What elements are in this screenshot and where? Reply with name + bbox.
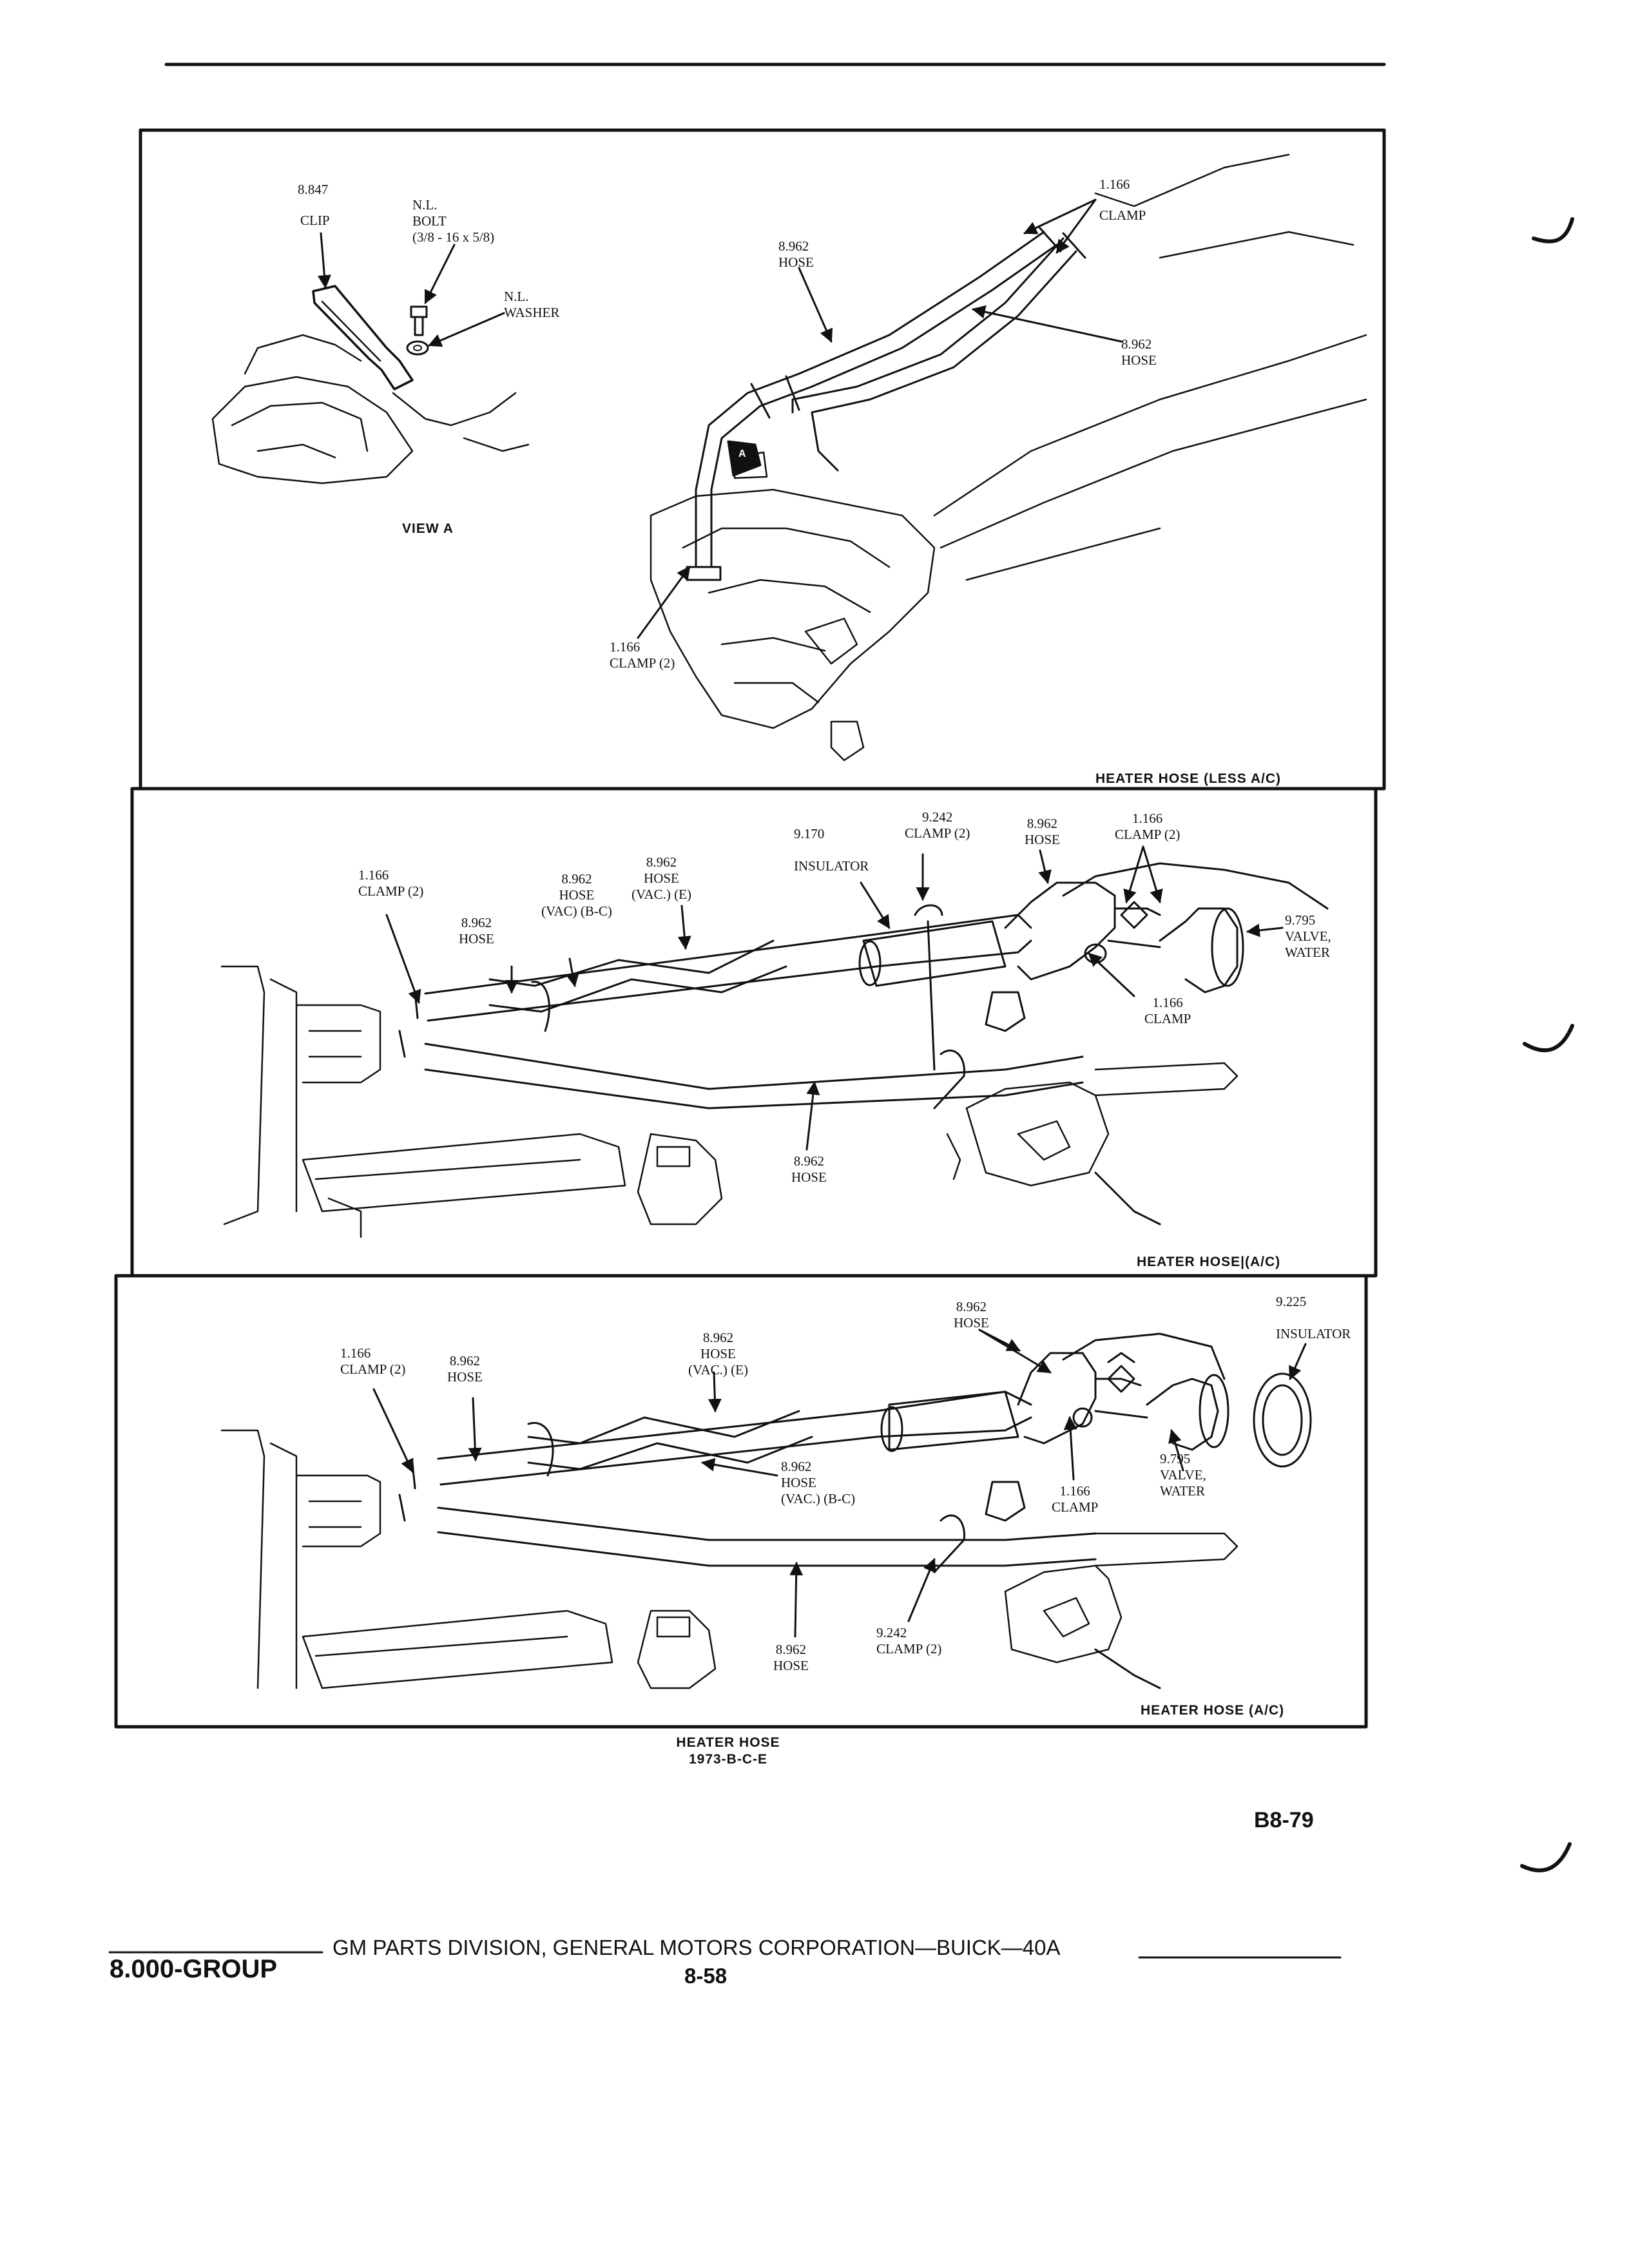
- p2-hose-vac-bc-label: 8.962 HOSE (VAC) (B-C): [541, 871, 612, 919]
- panel2-body-drawing: [220, 965, 1239, 1238]
- view-a-marker-letter: A: [738, 448, 747, 459]
- p2-insulator-leader: [860, 881, 891, 929]
- footer-publisher: GM PARTS DIVISION, GENERAL MOTORS CORPOR…: [333, 1936, 1061, 1959]
- p2-hose-top-label: 8.962 HOSE: [1025, 816, 1060, 847]
- p3-valve-leader: [1168, 1428, 1184, 1472]
- p2-valve-leader: [1246, 923, 1284, 937]
- p3-hose-bottom-label: 8.962 HOSE: [773, 1642, 809, 1673]
- washer-label: N.L. WASHER: [504, 289, 560, 320]
- p3-valve-water-label: 9.795 VALVE, WATER: [1160, 1451, 1206, 1499]
- panel2-hoses: [424, 862, 1329, 1225]
- figure-caption-title: HEATER HOSE: [676, 1735, 780, 1750]
- clamp-top-label: CLAMP: [1099, 207, 1146, 223]
- p3-insulator-label: 9.225 INSULATOR: [1276, 1294, 1351, 1341]
- clamp-top-part-number: 1.166: [1099, 177, 1130, 192]
- bolt-leader: [424, 244, 456, 304]
- footer-group: 8.000-GROUP: [110, 1955, 278, 1983]
- p2-clamp2-166-label: 1.166 CLAMP (2): [1115, 811, 1181, 842]
- clamp-top-leader-b: [1055, 198, 1097, 254]
- clip-part-number: 8.847: [298, 182, 329, 197]
- p3-clamp2-242-label: 9.242 CLAMP (2): [876, 1625, 942, 1657]
- footer-page-number: 8-58: [684, 1964, 728, 1988]
- figure-caption-subtitle: 1973-B-C-E: [688, 1752, 768, 1767]
- hose-upper-left-label: 8.962 HOSE: [778, 238, 814, 270]
- clamp2-bottom-label: 1.166 CLAMP (2): [610, 639, 675, 671]
- p3-hose-top-label: 8.962 HOSE: [954, 1299, 989, 1331]
- margin-mark-2: [1523, 1024, 1574, 1053]
- p3-hose-left-label: 8.962 HOSE: [447, 1353, 483, 1385]
- margin-mark-1: [1532, 217, 1574, 244]
- panel1-engine-drawing: [650, 153, 1367, 762]
- panel1-view-a-drawing: [211, 285, 530, 485]
- view-a-marker: [727, 440, 768, 479]
- hose-upper-right-label: 8.962 HOSE: [1121, 336, 1157, 368]
- margin-mark-3: [1520, 1842, 1572, 1872]
- p2-hose-top-leader: [1038, 849, 1052, 885]
- p2-hose-bottom-label: 8.962 HOSE: [791, 1153, 827, 1185]
- washer-leader: [428, 312, 505, 347]
- clip-leader: [317, 232, 331, 289]
- p3-hose-vac-e-leader: [708, 1371, 722, 1413]
- p2-hose-bottom-leader: [805, 1081, 820, 1151]
- clip-label: CLIP: [300, 213, 330, 228]
- panel2-clamps: [398, 901, 1148, 1110]
- p2-clamp2-166-leader-a: [1123, 845, 1144, 904]
- p3-hose-top-leader-b: [978, 1329, 1052, 1374]
- p2-clamp2-left-leader: [385, 914, 421, 1004]
- panel3-body-drawing: [220, 1429, 1239, 1689]
- panel1-caption: HEATER HOSE (LESS A/C): [1095, 771, 1282, 786]
- p3-hose-bottom-leader: [789, 1561, 804, 1638]
- p2-valve-water-label: 9.795 VALVE, WATER: [1285, 912, 1331, 960]
- clamp2-bottom-leader: [637, 566, 691, 639]
- p3-insulator-leader: [1289, 1343, 1307, 1380]
- p3-clamp-166-leader: [1063, 1416, 1077, 1481]
- p2-clamp-166-label: 1.166 CLAMP: [1144, 995, 1191, 1026]
- page-reference: B8-79: [1254, 1808, 1314, 1832]
- p3-clamp2-left-label: 1.166 CLAMP (2): [340, 1345, 406, 1377]
- p2-clamp-166-leader: [1088, 952, 1135, 997]
- p3-hose-vac-e-label: 8.962 HOSE (VAC.) (E): [688, 1330, 748, 1378]
- clamp-top-leader-a: [1023, 198, 1097, 235]
- panel2-caption: HEATER HOSE|(A/C): [1137, 1254, 1281, 1269]
- view-a-label: VIEW A: [402, 521, 454, 536]
- panel1-frame: [139, 128, 1386, 791]
- panel3-clamps: [398, 1352, 1135, 1573]
- p2-hose-vac-e-leader: [677, 905, 691, 950]
- p2-insulator-label: 9.170 INSULATOR: [794, 826, 869, 874]
- panel3-frame: [114, 1274, 1368, 1729]
- hose-upper-left-leader: [798, 267, 833, 343]
- p2-clamp2-left-label: 1.166 CLAMP (2): [358, 867, 424, 899]
- p2-hose-left-label: 8.962 HOSE: [459, 915, 494, 947]
- p3-clamp2-left-leader: [372, 1388, 414, 1473]
- p3-clamp2-242-leader: [907, 1558, 936, 1622]
- hose-upper-right-leader: [971, 305, 1123, 343]
- p2-hose-vac-e-label: 8.962 HOSE (VAC.) (E): [631, 854, 691, 902]
- p3-hose-left-leader: [468, 1397, 482, 1462]
- p2-hose-vac-bc-leader: [566, 957, 579, 988]
- p3-hose-vac-bc-leader: [700, 1457, 778, 1477]
- panel3-caption: HEATER HOSE (A/C): [1141, 1703, 1285, 1718]
- p2-clamp2-166-leader-b: [1142, 845, 1163, 904]
- p3-hose-vac-bc-label: 8.962 HOSE (VAC.) (B-C): [781, 1459, 856, 1506]
- p2-clamp2-242-label: 9.242 CLAMP (2): [905, 809, 970, 841]
- bolt-label: N.L. BOLT (3/8 - 16 x 5/8): [412, 197, 495, 245]
- panel3-hoses: [437, 1332, 1312, 1689]
- p3-clamp-166-label: 1.166 CLAMP: [1052, 1483, 1099, 1515]
- panel1-heater-hose-pair: [686, 226, 1086, 581]
